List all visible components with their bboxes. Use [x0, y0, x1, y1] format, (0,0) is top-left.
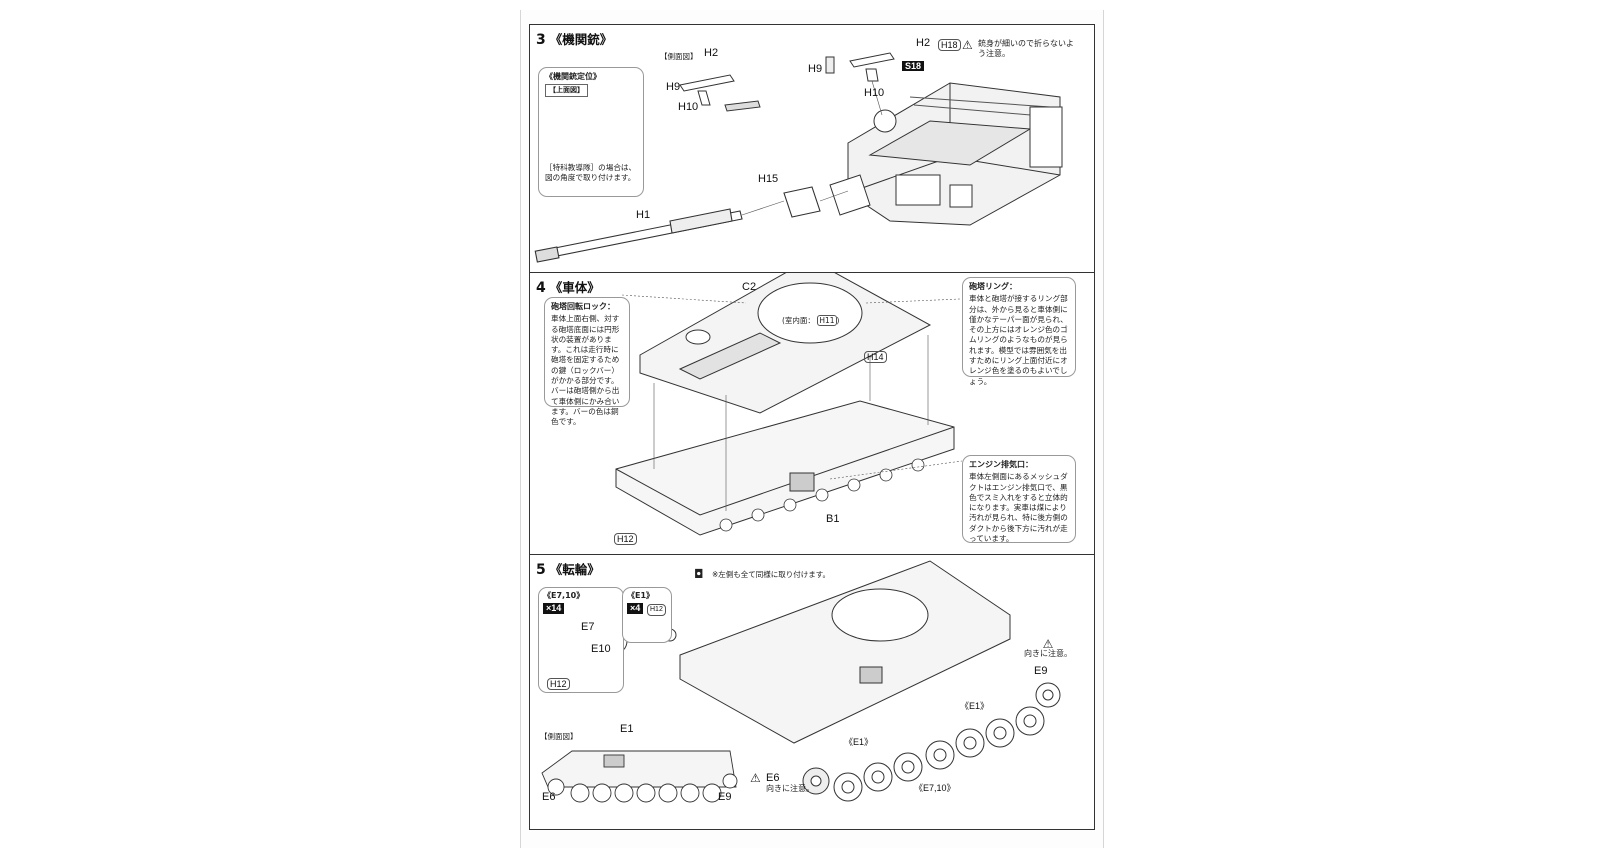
wheel-count-badge: ×14 — [543, 603, 565, 614]
wheel-e7-e10-box: 《E7,10》 ×14 E7 E10 H12 — [538, 587, 624, 693]
gun-barrel-drawing — [534, 186, 821, 263]
label-e6: E6 — [766, 772, 780, 784]
step-3-heading: 3《機関銃》 — [536, 29, 612, 48]
mg-mount-view-label: 【上面図】 — [545, 84, 588, 97]
step-3-drawing — [534, 52, 1063, 263]
turret-ring-title: 砲塔リング： — [969, 282, 1017, 291]
step-5-title: 《転輪》 — [549, 562, 600, 577]
same-both-sides-text: ※左側も全て同様に取り付けます。 — [712, 570, 831, 579]
label-e1-paren-left: 《E1》 — [844, 737, 874, 747]
assembly-guide-lines — [741, 80, 883, 216]
both-sides-icon: ◘ — [694, 567, 704, 581]
label-h10-right: H10 — [864, 87, 885, 99]
turret-lock-text: 車体上面右側、対する砲塔底面には円形状の装置があります。これは走行時に砲塔を固定… — [551, 314, 620, 427]
engine-exhaust-note: エンジン排気口： 車体左側面にあるメッシュダクトはエンジン排気口で、黒色でスミ入… — [962, 455, 1076, 543]
label-h12-wheel: H12 — [547, 678, 570, 691]
hull-lower-drawing — [615, 400, 955, 536]
step-3-title: 《機関銃》 — [549, 32, 613, 47]
instruction-sheet: 3《機関銃》 — [520, 10, 1104, 848]
engine-exhaust-title: エンジン排気口： — [969, 460, 1033, 469]
e1-box-title: 《E1》 — [627, 591, 655, 600]
e1-count-badge: ×4 — [627, 603, 644, 614]
step-5-heading: 5《転輪》 — [536, 559, 600, 578]
label-h14: H14 — [864, 351, 887, 363]
step-4-number: 4 — [536, 280, 546, 296]
turret-drawing — [829, 82, 1063, 226]
label-e7-10-paren: 《E7,10》 — [914, 783, 956, 793]
label-h15: H15 — [758, 173, 779, 185]
label-h11-note-text: (室内面： — [782, 316, 815, 325]
barrel-caution-text: 銃身が細いので折らないよう注意。 — [978, 39, 1074, 58]
step-4-hull-panel: 4《車体》 — [529, 272, 1095, 556]
warning-triangle-icon: ⚠ — [962, 38, 973, 52]
engine-exhaust-text: 車体左側面にあるメッシュダクトはエンジン排気口で、黒色でスミ入れをすると立体的に… — [969, 472, 1068, 544]
wheels-side-view-label: 【側面図】 — [540, 732, 578, 741]
turret-ring-note: 砲塔リング： 車体と砲塔が接するリング部分は、外から見ると車体側に僅かなテーパー… — [962, 277, 1076, 386]
warning-triangle-icon-e9: ⚠ — [1042, 637, 1054, 651]
label-c2: C2 — [742, 281, 757, 293]
label-h1: H1 — [636, 209, 651, 221]
step-4-title: 《車体》 — [549, 280, 600, 295]
label-e9: E9 — [1034, 665, 1048, 677]
label-h10-left: H10 — [678, 101, 699, 113]
warning-triangle-icon-e6: ⚠ — [750, 771, 761, 785]
step-4-heading: 4《車体》 — [536, 277, 600, 296]
hull-with-wheels-drawing — [679, 560, 1011, 744]
turret-lock-title: 砲塔回転ロック： — [551, 302, 615, 311]
e9-caution: ⚠ 向きに注意。 — [1020, 637, 1076, 659]
hull-guide-lines — [621, 294, 963, 511]
label-h2-left: H2 — [704, 47, 719, 59]
mg-mount-note: ［特科教導隊］の場合は、図の角度で取り付けます。 — [545, 162, 637, 182]
road-wheel-arms-drawing — [719, 458, 925, 532]
mg-mount-title: 《機関銃定位》 — [545, 72, 601, 81]
turret-lock-note: 砲塔回転ロック： 車体上面右側、対する砲塔底面には円形状の装置があります。これは… — [544, 297, 630, 426]
barrel-caution: ⚠ 銃身が細いので折らないよう注意。 — [962, 39, 1076, 59]
label-e7: E7 — [581, 621, 595, 633]
label-h9-left: H9 — [666, 81, 681, 93]
step-5-number: 5 — [536, 562, 546, 578]
label-b1: B1 — [826, 513, 840, 525]
label-h2-right: H2 — [916, 37, 931, 49]
label-h18: H18 — [938, 39, 961, 51]
step-3-machine-gun-panel: 3《機関銃》 — [529, 24, 1095, 274]
turret-ring-text: 車体と砲塔が接するリング部分は、外から見ると車体側に僅かなテーパー面が見られ、そ… — [969, 294, 1068, 386]
label-h12-e1: H12 — [647, 604, 666, 617]
decal-badge-s18: S18 — [902, 61, 925, 71]
label-e6-side: E6 — [542, 791, 556, 803]
side-view-drawing — [541, 750, 738, 803]
label-e1-side: E1 — [620, 723, 634, 735]
e1-box: 《E1》 ×4 H12 — [622, 587, 672, 643]
label-e1-paren-right: 《E1》 — [960, 701, 990, 711]
step-4-drawing — [615, 273, 963, 536]
label-h9-right: H9 — [808, 63, 823, 75]
e6-caution: ⚠ E6 向きに注意。 — [750, 771, 814, 794]
wheel-box-title: 《E7,10》 — [543, 591, 585, 600]
machine-gun-drawing — [679, 52, 895, 112]
label-e10: E10 — [591, 643, 611, 655]
label-h11-note: (室内面： H11) — [782, 315, 840, 326]
label-h11: H11 — [817, 315, 837, 326]
hull-top-plate-drawing — [639, 273, 932, 414]
step-3-number: 3 — [536, 32, 546, 48]
label-e9-side: E9 — [718, 791, 732, 803]
same-both-sides-note: ◘ ※左側も全て同様に取り付けます。 — [694, 567, 831, 581]
e6-caution-text: 向きに注意。 — [766, 784, 814, 793]
mg-side-view-label: 【側面図】 — [660, 52, 698, 61]
step-5-road-wheels-panel: 5《転輪》 ◘ ※左側も全て同様に取り付けます。 — [529, 554, 1095, 830]
e9-caution-text: 向きに注意。 — [1024, 649, 1072, 658]
mg-mount-box: 《機関銃定位》 【上面図】 ［特科教導隊］の場合は、図の角度で取り付けます。 — [538, 67, 644, 197]
label-h12-hull: H12 — [614, 533, 637, 545]
